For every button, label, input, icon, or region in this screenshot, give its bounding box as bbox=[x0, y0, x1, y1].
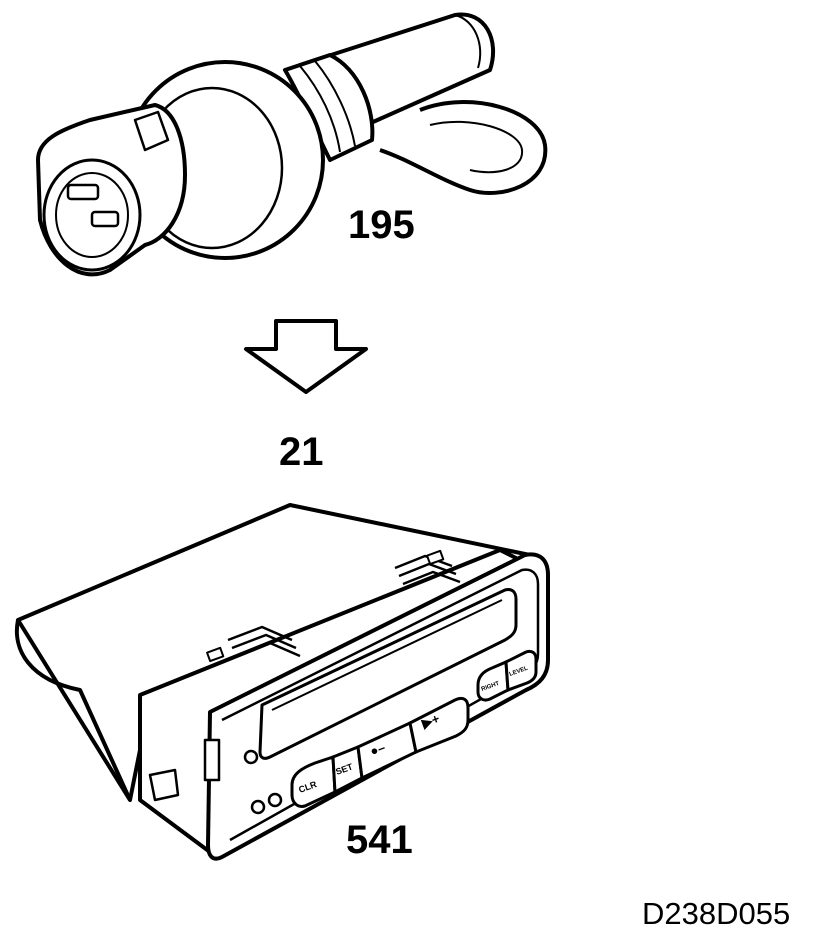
plus-button[interactable]: ▶+ bbox=[408, 696, 470, 755]
right-button[interactable]: RIGHT bbox=[476, 659, 510, 702]
sensor-cable bbox=[379, 100, 548, 195]
connection-number-label: 21 bbox=[279, 430, 324, 474]
sensor-shaft-tip bbox=[454, 14, 482, 69]
unit-number-label: 541 bbox=[346, 818, 413, 862]
down-arrow-icon bbox=[244, 319, 368, 394]
indicator-led-right bbox=[267, 792, 283, 808]
sensor-number-label: 195 bbox=[348, 203, 415, 247]
side-clip bbox=[203, 738, 221, 782]
connector-pin-lower bbox=[90, 210, 120, 228]
side-connector-icon bbox=[148, 768, 180, 802]
housing-tab bbox=[206, 646, 225, 663]
sensor-cable-inner bbox=[429, 120, 524, 174]
plus-button-label: ▶+ bbox=[419, 711, 442, 732]
indicator-led-left bbox=[250, 799, 266, 815]
housing-tab-right bbox=[426, 549, 445, 566]
connector-pin-upper bbox=[66, 183, 100, 201]
vent-grille-right bbox=[394, 554, 461, 586]
information-display-unit bbox=[14, 503, 550, 861]
level-button[interactable]: LEVEL bbox=[504, 649, 538, 693]
connector-latch bbox=[133, 110, 170, 152]
indicator-led-top bbox=[243, 749, 259, 765]
display-window bbox=[258, 588, 518, 760]
pressure-sensor bbox=[36, 12, 548, 277]
minus-button-label: ●– bbox=[368, 740, 387, 759]
vent-grille-left bbox=[227, 625, 301, 658]
drawing-reference: D238D055 bbox=[642, 896, 790, 931]
set-button[interactable]: SET bbox=[331, 744, 364, 795]
clr-button[interactable]: CLR bbox=[290, 754, 337, 808]
unit-button-panel: CLR SET ●– ▶+ RIGHT LEVEL bbox=[290, 649, 538, 808]
